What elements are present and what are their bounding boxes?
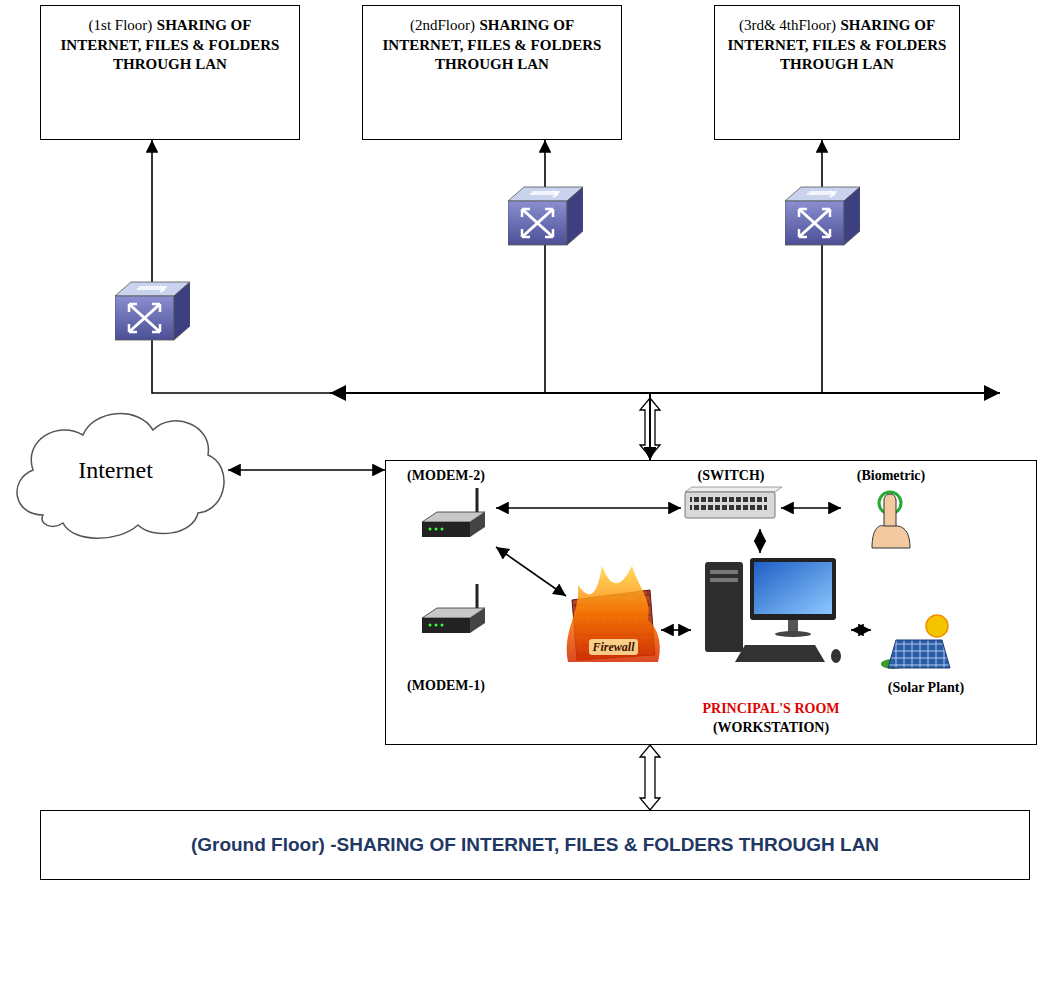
floor-box: (3rd& 4thFloor)SHARING OF INTERNET, FILE… [714, 5, 960, 140]
monitor-base [775, 631, 811, 637]
keyboard [735, 645, 825, 662]
solar-panel [888, 640, 950, 668]
flames [567, 566, 660, 662]
lan-switch-icon [785, 187, 860, 245]
modem: (MODEM-1) [396, 581, 496, 696]
connector-arrow [851, 629, 871, 631]
monitor-stand [788, 620, 798, 632]
switch-body [685, 492, 775, 518]
connector-arrow [228, 469, 385, 471]
switch-top [685, 487, 782, 492]
switch-ports [690, 496, 767, 513]
firewall: Firewall [566, 561, 661, 661]
network-switch-icon [685, 487, 782, 518]
node-label: (MODEM-2) [407, 467, 485, 486]
node-label: (3rd& 4thFloor) [739, 17, 841, 33]
hollow-arrow [640, 745, 660, 810]
hand [872, 526, 910, 548]
network-switch: (SWITCH) [681, 467, 781, 529]
node-label: (Biometric) [857, 467, 925, 486]
node-label: (Solar Plant) [888, 679, 964, 698]
modem: (MODEM-2) [396, 467, 496, 555]
lan-switch-icon [508, 187, 583, 245]
connector-arrow [781, 507, 841, 509]
connector-arrow [152, 140, 650, 460]
node-label: (WORKSTATION) [713, 719, 829, 738]
modem-icon [422, 584, 485, 633]
drive-bay [710, 570, 738, 574]
floor-box: (1st Floor)SHARING OF INTERNET, FILES & … [40, 5, 300, 140]
floor-box: (Ground Floor) -SHARING OF INTERNET, FIL… [40, 810, 1030, 880]
modem-icon [422, 488, 485, 537]
node-label: Internet [78, 457, 153, 484]
node-label: (1st Floor) [89, 17, 157, 33]
workstation: PRINCIPAL'S ROOM(WORKSTATION) [691, 553, 851, 738]
solar-plant-icon [881, 615, 950, 669]
screen [754, 562, 832, 614]
solar-plant: (Solar Plant) [871, 613, 981, 698]
cloud-shape [17, 414, 224, 539]
drive-bay [710, 578, 738, 582]
lan-switch-icon [115, 282, 190, 340]
node-label: (SWITCH) [698, 467, 765, 486]
node-label: (MODEM-1) [407, 677, 485, 696]
tower [705, 562, 743, 652]
internet-cloud: Internet [3, 395, 228, 545]
biometric-icon [872, 492, 910, 548]
floor-box: (2ndFloor)SHARING OF INTERNET, FILES & F… [362, 5, 622, 140]
firewall-icon [567, 566, 660, 662]
connector-arrow [496, 547, 566, 596]
node-label: (Ground Floor) -SHARING OF INTERNET, FIL… [191, 834, 879, 856]
connector-arrow [661, 629, 691, 631]
node-label: PRINCIPAL'S ROOM [702, 700, 839, 719]
computer-icon [705, 558, 841, 663]
connector-arrow [650, 140, 822, 460]
mouse [831, 649, 841, 663]
node-label: (2ndFloor) [410, 17, 480, 33]
node-label: Firewall [589, 639, 637, 655]
connector-arrow [496, 507, 681, 509]
sun [926, 615, 948, 637]
connector-arrow [759, 529, 761, 553]
monitor [750, 558, 836, 620]
biometric-device: (Biometric) [841, 467, 941, 552]
principal-room: (MODEM-2) (SWITCH) (Biometric) Firewall (MOD… [385, 460, 1037, 745]
